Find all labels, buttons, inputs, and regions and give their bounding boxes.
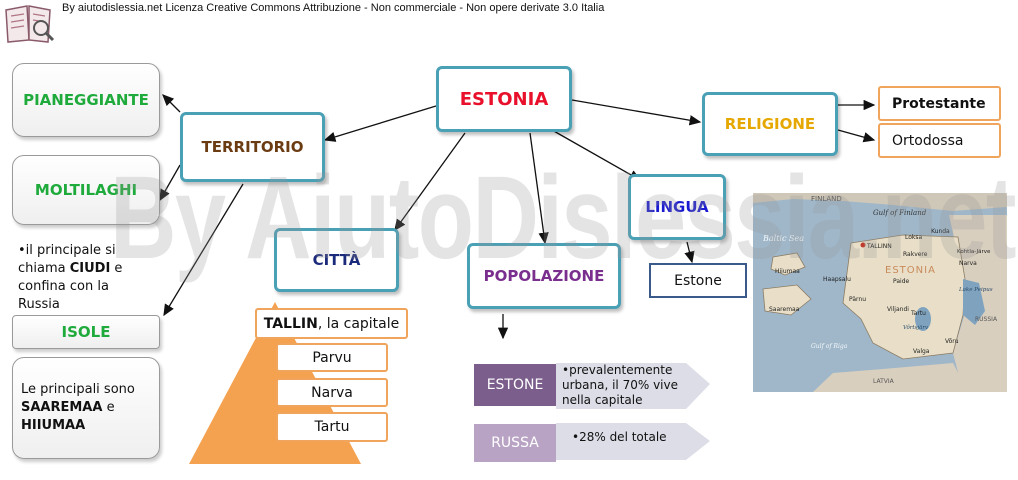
religion-ortodossa-text: Ortodossa <box>892 132 964 149</box>
city-tartu-text: Tartu <box>314 419 350 435</box>
city-tartu: Tartu <box>276 412 388 442</box>
map-label-voru: Võru <box>945 338 959 345</box>
isole-desc-bold2: HIIUMAA <box>21 418 86 433</box>
pop-estone-label: ESTONE <box>486 377 544 393</box>
isole-desc-prefix: Le principali sono <box>21 382 135 397</box>
node-religione-label: RELIGIONE <box>724 115 816 133</box>
map-label-loksa: Loksa <box>905 234 923 241</box>
credit-text: By aiutodislessia.net Licenza Creative C… <box>62 2 605 14</box>
religion-protestante: Protestante <box>878 86 1001 121</box>
map-label-tartu: Tartu <box>910 310 926 317</box>
node-moltilaghi: MOLTILAGHI <box>12 155 160 225</box>
node-popolazione: POPOLAZIONE <box>467 243 621 309</box>
city-narva: Narva <box>276 378 388 407</box>
chevron-estone-shape <box>556 363 710 409</box>
pop-russa: RUSSA <box>474 424 556 462</box>
node-popolazione-label: POPOLAZIONE <box>483 267 605 285</box>
isole-desc-bold1: SAAREMAA <box>21 400 103 415</box>
node-isole: ISOLE <box>12 315 160 349</box>
node-territorio-label: TERRITORIO <box>201 138 304 156</box>
node-isole-desc: Le principali sono SAAREMAA e HIIUMAA <box>12 357 160 459</box>
map-label-lake: Lake Peipus <box>958 287 993 293</box>
node-lingua-label: LINGUA <box>645 198 709 216</box>
map-label-saaremaa: Saaremaa <box>769 306 800 313</box>
map-label-rakvere: Rakvere <box>903 251 928 258</box>
node-territorio: TERRITORIO <box>180 112 325 182</box>
pop-russa-desc: •28% del totale <box>572 430 667 444</box>
node-isole-label: ISOLE <box>61 323 111 341</box>
city-tallin-rest: , la capitale <box>317 315 400 332</box>
ciudi-text-bold: CIUDI <box>69 261 111 276</box>
map-label-vortsjarv: Võrtsjärv <box>903 324 929 331</box>
map-label-narva: Narva <box>959 260 977 267</box>
map-label-haapsalu: Haapsalu <box>823 276 851 283</box>
isole-desc-mid: e <box>102 400 115 415</box>
city-tallin-bold: TALLIN <box>263 315 318 332</box>
map-label-baltic: Baltic Sea <box>762 234 804 243</box>
map-label-valga: Valga <box>913 348 930 355</box>
node-citta-label: CITTÀ <box>312 251 361 269</box>
religion-protestante-text: Protestante <box>892 95 986 112</box>
map-label-riga: Gulf of Riga <box>811 343 848 350</box>
city-narva-text: Narva <box>311 384 353 401</box>
map-label-parnu: Pärnu <box>849 296 866 303</box>
city-parvu-text: Parvu <box>312 349 352 366</box>
node-lingua: LINGUA <box>628 174 726 240</box>
map-label-kohtla: Kohtla-Järve <box>957 249 991 255</box>
book-logo-icon <box>5 5 55 43</box>
node-religione: RELIGIONE <box>702 92 838 156</box>
lingua-estone-text: Estone <box>674 272 722 289</box>
isole-desc-text: Le principali sono SAAREMAA e HIIUMAA <box>13 381 159 435</box>
city-parvu: Parvu <box>276 343 388 372</box>
map-label-tallinn: TALLINN <box>866 243 892 250</box>
pop-estone-desc: •prevalentemente urbana, il 70% vive nel… <box>562 363 678 407</box>
map-label-kunda: Kunda <box>931 228 950 235</box>
chevron-russa-shape <box>556 423 710 460</box>
node-estonia-label: ESTONIA <box>459 88 549 110</box>
map-label-estonia: ESTONIA <box>885 265 936 276</box>
node-moltilaghi-label: MOLTILAGHI <box>34 181 138 199</box>
estonia-map: FINLAND Gulf of Finland Baltic Sea ESTON… <box>753 193 1007 392</box>
map-label-latvia: LATVIA <box>873 378 895 385</box>
ciudi-text-prefix: •il principale si chiama <box>18 243 116 276</box>
node-estonia: ESTONIA <box>436 66 572 132</box>
ciudi-text-suffix: e confina con la Russia <box>18 261 123 312</box>
map-label-paide: Paide <box>893 278 910 285</box>
node-pianeggiante: PIANEGGIANTE <box>12 63 160 137</box>
map-label-russia: RUSSIA <box>975 316 998 323</box>
city-tallin-text: TALLIN, la capitale <box>264 316 400 332</box>
node-citta: CITTÀ <box>274 228 399 292</box>
map-label-viljandi: Viljandi <box>887 306 909 313</box>
lingua-estone: Estone <box>649 263 747 298</box>
religion-ortodossa: Ortodossa <box>878 123 1001 158</box>
map-label-finland: FINLAND <box>811 195 842 203</box>
city-tallin: TALLIN, la capitale <box>255 308 408 339</box>
map-label-hiiumaa: Hiiumaa <box>775 268 800 275</box>
pop-russa-label: RUSSA <box>491 435 539 451</box>
node-pianeggiante-label: PIANEGGIANTE <box>23 91 149 109</box>
ciudi-text: •il principale si chiama CIUDI e confina… <box>18 242 150 314</box>
map-label-gulf: Gulf of Finland <box>873 209 927 217</box>
pop-estone: ESTONE <box>474 364 556 406</box>
